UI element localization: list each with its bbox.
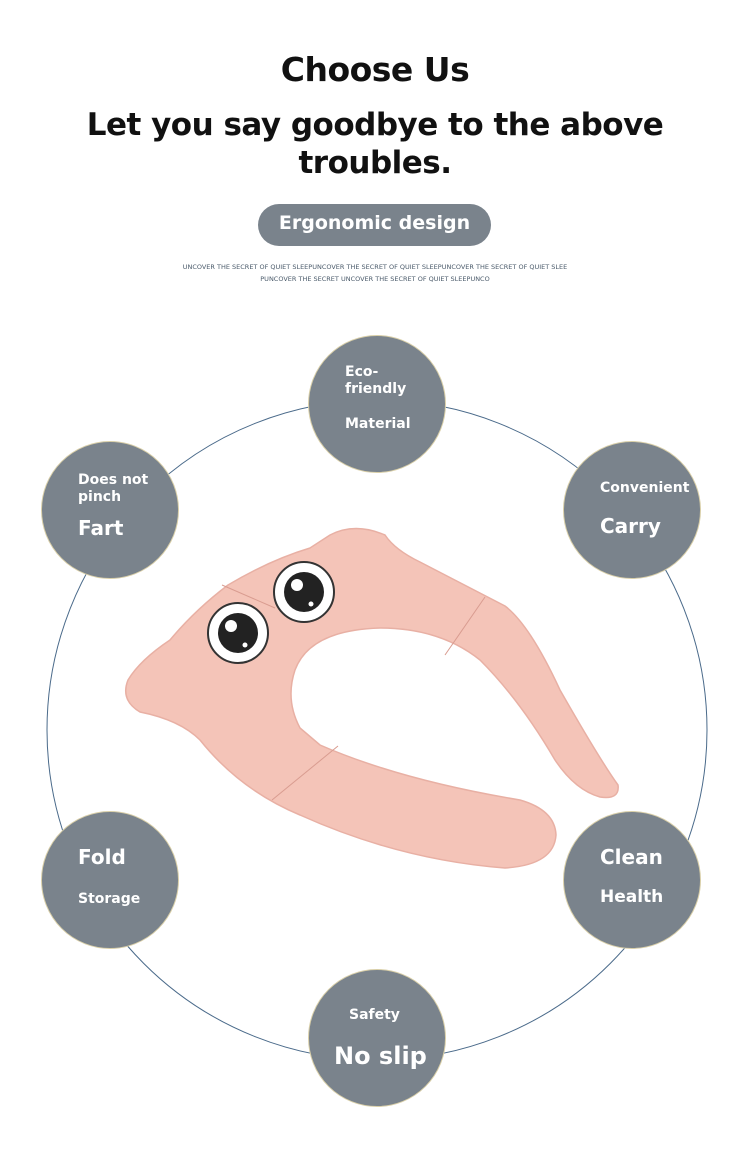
feature-big: Material — [345, 416, 411, 432]
feature-convenient: Convenient Carry — [563, 441, 701, 579]
ergonomic-design-badge: Ergonomic design — [258, 204, 491, 246]
feature-small: Safety — [349, 1007, 400, 1023]
eye-icon — [207, 602, 269, 664]
feature-small: Fold — [78, 845, 126, 869]
feature-big: Health — [600, 887, 664, 907]
feature-small: Eco-friendly — [345, 364, 407, 397]
tagline-line-2: PUNCOVER THE SECRET UNCOVER THE SECRET O… — [260, 275, 490, 283]
feature-eco-friendly: Eco-friendly Material — [308, 335, 446, 473]
subtitle: Let you say goodbye to the above trouble… — [86, 107, 664, 181]
feature-big: No slip — [334, 1042, 427, 1070]
feature-small: Convenient — [600, 480, 690, 496]
title: Choose Us — [280, 50, 470, 89]
feature-clean: Clean Health — [563, 811, 701, 949]
feature-big: Fart — [78, 516, 124, 540]
eye-icon — [273, 561, 335, 623]
feature-small: Clean — [600, 845, 663, 869]
tagline: UNCOVER THE SECRET OF QUIET SLEEPUNCOVER… — [150, 261, 600, 285]
feature-fold: Fold Storage — [41, 811, 179, 949]
feature-big: Storage — [78, 891, 141, 907]
feature-big: Carry — [600, 514, 661, 538]
feature-small: Does not pinch — [78, 472, 149, 505]
feature-does-not-pinch: Does not pinch Fart — [41, 441, 179, 579]
tagline-line-1: UNCOVER THE SECRET OF QUIET SLEEPUNCOVER… — [182, 263, 568, 271]
potty-seat-image — [125, 527, 619, 869]
feature-safety: Safety No slip — [308, 969, 446, 1107]
